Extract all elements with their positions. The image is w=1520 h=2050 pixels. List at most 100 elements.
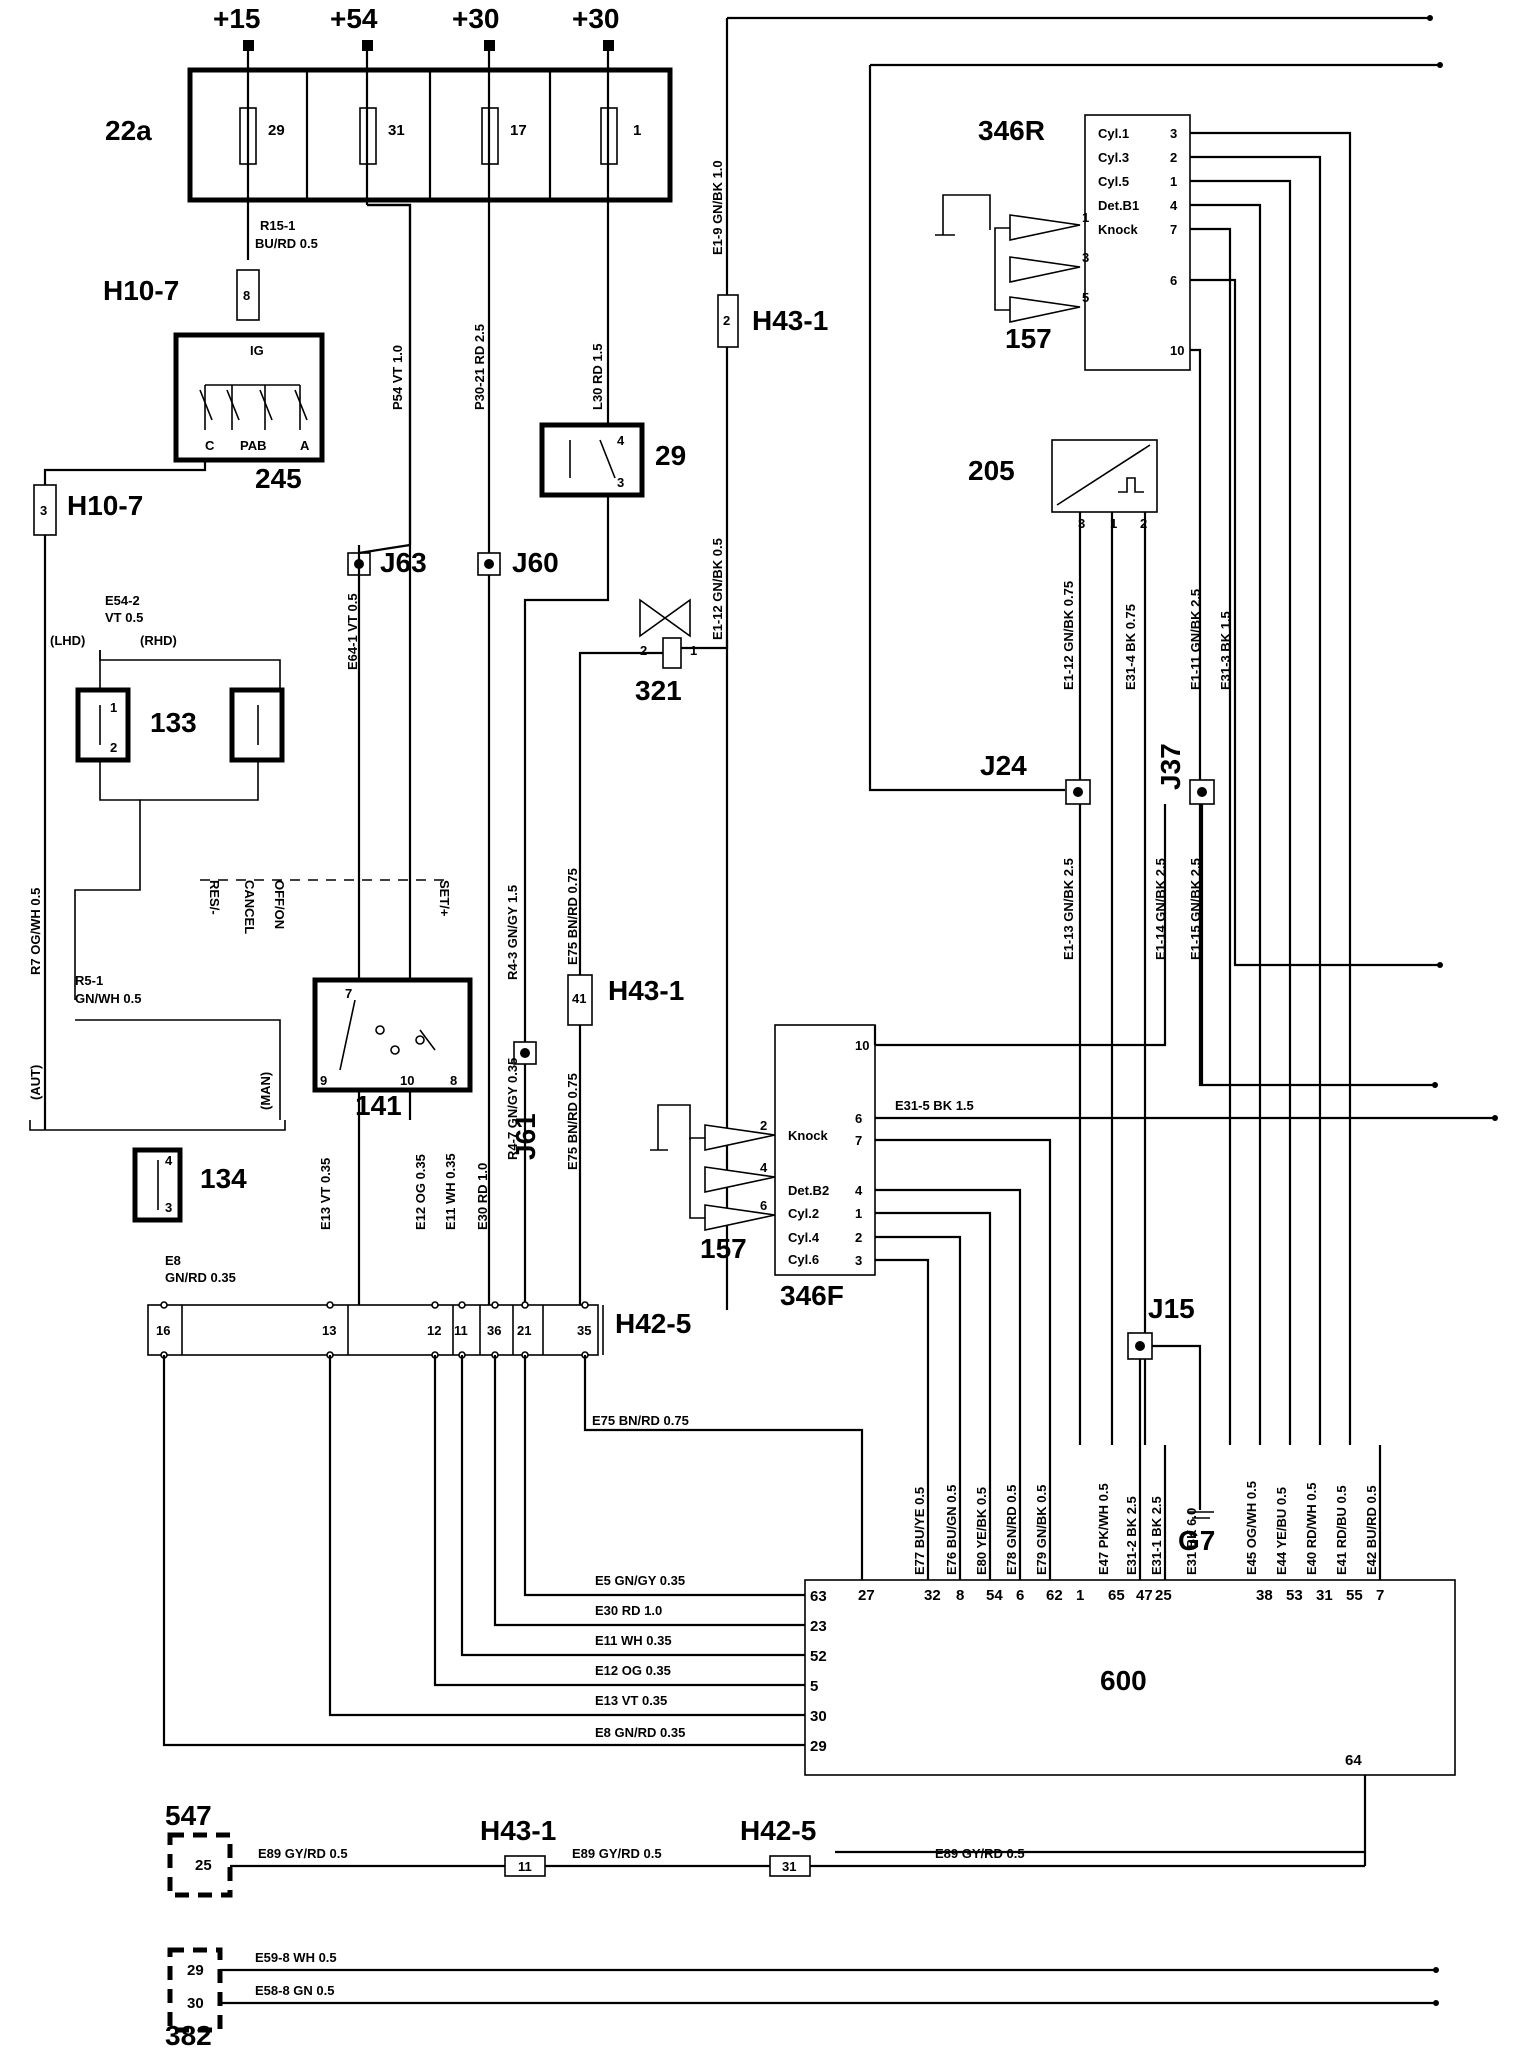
wire-label: E41 RD/BU 0.5 (1334, 1485, 1349, 1575)
ecu-pin-label: 30 (810, 1708, 827, 1725)
ignition-cassette-346f: Knock Det.B2 Cyl.2 Cyl.4 Cyl.6 10674123 … (774, 1024, 974, 1311)
ignition-switch-c-label: C (205, 438, 215, 453)
junction-j61-label: J61 (510, 1113, 541, 1160)
fuse-29-label: 29 (268, 122, 285, 139)
connector-h42-5-label: H42-5 (615, 1308, 691, 1339)
ignition-switch-pab-label: PAB (240, 438, 266, 453)
wire-e75h-label: E75 BN/RD 0.75 (592, 1413, 689, 1428)
spark-plugs-157-upper: 1 3 5 157 (935, 194, 1089, 354)
wire-label: E42 BU/RD 0.5 (1364, 1485, 1379, 1575)
wire-p30-label: P30-21 RD 2.5 (472, 324, 487, 410)
side-lhd-label: (LHD) (50, 633, 85, 648)
ecu-pin-label: 23 (810, 1618, 827, 1635)
junction-j15-label: J15 (1148, 1293, 1195, 1324)
brake-switch-133: E54-2 VT 0.5 (LHD) (RHD) 1 2 133 (50, 593, 285, 1000)
sensor-label: Cyl.5 (1098, 174, 1129, 189)
pin-label: 10 (855, 1038, 869, 1053)
ground-g7-label: G7 (1178, 1525, 1215, 1556)
supply-wires (246, 16, 1430, 1310)
cruise-cancel-label: CANCEL (242, 880, 257, 934)
wire-label: E31-2 BK 2.5 (1124, 1496, 1139, 1575)
sensor-label: Cyl.6 (788, 1252, 819, 1267)
wire-label: E89 GY/RD 0.5 (258, 1846, 348, 1861)
spark-plugs-157-lower-label: 157 (700, 1233, 747, 1264)
f346-wires (873, 1025, 1495, 1590)
wire-r15-label: R15-1 (260, 218, 295, 233)
wire-label: E78 GN/RD 0.5 (1004, 1485, 1019, 1575)
pin-label: 4 (855, 1183, 863, 1198)
connector-pin-box (33, 484, 57, 536)
pin-label: 1 (110, 700, 117, 715)
sensor-label: Knock (1098, 222, 1139, 237)
sensor-label: Cyl.2 (788, 1206, 819, 1221)
wire-v313-label: E31-3 BK 1.5 (1218, 611, 1233, 690)
wire-e8-color-label: GN/RD 0.35 (165, 1270, 236, 1285)
ecu-pin-label: 62 (1046, 1587, 1063, 1604)
wire-v115-label: E1-15 GN/BK 2.5 (1188, 858, 1203, 960)
wire-r43-label: R4-3 GN/GY 1.5 (505, 885, 520, 980)
supply-terminals: +15 +54 +30 +30 (213, 3, 620, 51)
connector-547: 547 25 E89 GY/RD 0.5 11 H43-1 E89 GY/RD … (165, 1800, 1367, 1898)
ecu-pin-label: 27 (858, 1587, 875, 1604)
pin-label: 7 (855, 1133, 862, 1148)
connector-h10-7-lower-label: H10-7 (67, 490, 143, 521)
wire-label: E89 GY/RD 0.5 (935, 1846, 1025, 1861)
wire-e8-label: E8 (165, 1253, 181, 1268)
pin-label: 3 (1170, 126, 1177, 141)
sensor-label: Det.B1 (1098, 198, 1139, 213)
junction-j60-label: J60 (512, 547, 559, 578)
wire-r51-label: R5-1 (75, 973, 103, 988)
ignition-cassette-346f-label: 346F (780, 1280, 844, 1311)
wire-e8h-label: E8 GN/RD 0.35 (595, 1725, 685, 1740)
side-aut-label: (AUT) (28, 1065, 43, 1100)
wire-e542-label: E54-2 (105, 593, 140, 608)
wire-label: E89 GY/RD 0.5 (572, 1846, 662, 1861)
wire-label: E79 GN/BK 0.5 (1034, 1485, 1049, 1575)
ecu-pin-label: 52 (810, 1648, 827, 1665)
ecu-pin-label: 8 (956, 1587, 964, 1604)
wire-e12-label: E12 OG 0.35 (595, 1663, 671, 1678)
wire-label: E80 YE/BK 0.5 (974, 1487, 989, 1575)
pin-label: 1 (855, 1206, 862, 1221)
pin-label: 9 (320, 1073, 327, 1088)
pin-label: 4 (760, 1160, 768, 1175)
fuse-box-22a: 22a 29 31 17 1 (105, 67, 673, 203)
ecu-pin-label: 29 (810, 1738, 827, 1755)
cruise-set-label: SET/+ (437, 880, 452, 917)
connector-h10-7-upper: H10-7 8 (103, 269, 260, 321)
wire-v111-label: E1-11 GN/BK 2.5 (1188, 589, 1203, 690)
spark-plugs-157-upper-label: 157 (1005, 323, 1052, 354)
cruise-switch-141: E64-1 VT 0.5 7 9 10 8 141 (312, 593, 473, 1121)
relay-29: 4 3 29 (539, 422, 686, 498)
pin-label: 3 (165, 1200, 172, 1215)
connector-pin-label: 8 (243, 288, 250, 303)
wire-v113-label: E1-13 GN/BK 2.5 (1061, 858, 1076, 960)
wire-e641-label: E64-1 VT 0.5 (345, 593, 360, 670)
pin-label: 3 (1078, 516, 1085, 531)
connector-pin-box (236, 269, 260, 321)
ecu-pin-label: 63 (810, 1588, 827, 1605)
relay-pin-3: 3 (617, 475, 624, 490)
cruise-switch-141-label: 141 (355, 1090, 402, 1121)
pin-label: 25 (195, 1857, 212, 1874)
ignition-switch-ig-label: IG (250, 343, 264, 358)
wire-e13v-label: E13 VT 0.35 (318, 1158, 333, 1230)
ecu-pin-label: 32 (924, 1587, 941, 1604)
wire-label: E77 BU/YE 0.5 (912, 1487, 927, 1575)
connector-547-label: 547 (165, 1800, 212, 1831)
ignition-cassette-346r-label: 346R (978, 115, 1045, 146)
cruise-res-label: RES/- (207, 880, 222, 915)
sensor-label: Knock (788, 1128, 829, 1143)
connector-pin-label: 21 (517, 1323, 531, 1338)
clutch-switch-134: 4 3 134 E8 GN/RD 0.35 (132, 1147, 247, 1285)
ecu-pin-label: 1 (1076, 1587, 1084, 1604)
pin-label: 1 (1082, 210, 1089, 225)
ecu-pin-label: 53 (1286, 1587, 1303, 1604)
wire-e30-label: E30 RD 1.0 (595, 1603, 662, 1618)
relay-29-label: 29 (655, 440, 686, 471)
valve-pin-2: 2 (640, 643, 647, 658)
cruise-off-label: OFF/ON (272, 880, 287, 929)
wire-e5-label: E5 GN/GY 0.35 (595, 1573, 685, 1588)
